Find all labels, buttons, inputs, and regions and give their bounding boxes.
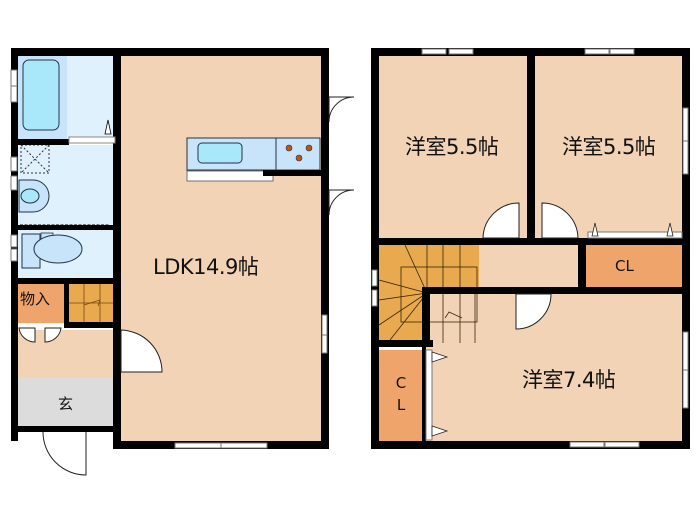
windows-floor1 [10,69,328,449]
kitchen-counter-edge [186,170,274,182]
bathroom-dressing [67,55,113,140]
closet2-label-c: C [395,374,407,392]
entrance-area [17,378,115,426]
pan-x2 [20,144,50,174]
closet1-label: CL [615,257,634,275]
western3-area [425,293,682,443]
floor1 [10,48,355,476]
storage-label: 物入 [20,290,51,308]
walls-floor2 [371,48,690,449]
ldk-area [120,55,323,443]
closet1-area [586,245,682,287]
doors-floor1 [18,96,355,476]
closet2-label: C L [393,372,409,416]
floor2 [371,48,690,449]
western1-label: 洋室5.5帖 [405,135,499,159]
towel-triangle [104,119,112,135]
closet2-area [379,350,422,443]
entrance-label: 玄 [58,395,74,413]
toilet-bowl [33,234,83,264]
bathtub [22,59,60,131]
hall2-area [478,245,582,287]
burner [305,144,313,152]
windows-floor2 [371,48,689,448]
kitchen-sink [197,142,243,164]
burner [295,154,303,162]
stairs1-lines [68,283,115,323]
pan-x1 [20,144,50,174]
burner [285,144,293,152]
closet-triangles [431,222,674,437]
washbasin-bowl [20,188,40,204]
western3-label: 洋室7.4帖 [522,368,616,392]
kitchen-wall [263,170,323,176]
kitchen-stove [275,137,321,171]
ldk-label: LDK14.9帖 [153,255,259,279]
doors-floor2 [482,202,579,330]
closet2-label-l: L [396,396,406,414]
western2-label: 洋室5.5帖 [562,135,656,159]
storage-area [17,283,64,323]
